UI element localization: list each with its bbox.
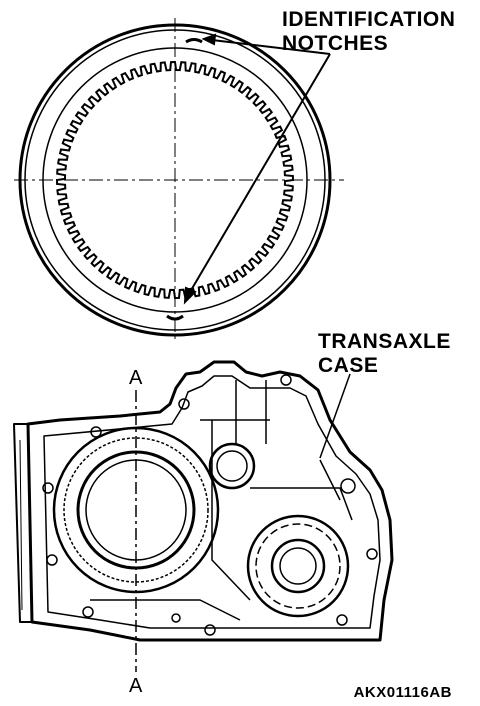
- transaxle-label-line1: TRANSAXLE: [318, 330, 451, 353]
- case-bolt-holes: [42, 374, 378, 636]
- case-inner-outline: [43, 375, 381, 629]
- section-marker-bottom: A: [129, 675, 143, 697]
- identification-notches-label: IDENTIFICATION NOTCHES: [282, 8, 455, 56]
- gear-housing-outer: [246, 514, 350, 618]
- identification-notch-top: [185, 38, 203, 44]
- transaxle-label-line2: CASE: [318, 354, 379, 377]
- clutch-plate: [14, 18, 344, 340]
- case-web-lines: [90, 380, 353, 621]
- arrow-top: [201, 33, 217, 46]
- leader-top: [211, 39, 331, 55]
- case-boss-upper-inner: [216, 450, 248, 482]
- case-boss-upper: [208, 442, 256, 490]
- gear-housing-ribs: [255, 523, 341, 609]
- gear-housing-inner: [270, 538, 326, 594]
- notch-leaders: [183, 33, 331, 305]
- case-flange-line: [19, 439, 23, 611]
- gear-housing-hub: [279, 547, 317, 585]
- leader-bottom: [189, 53, 331, 293]
- identification-label-line1: IDENTIFICATION: [282, 8, 456, 31]
- figure-id: AKX01116AB: [353, 684, 452, 701]
- transaxle-leader: [319, 373, 351, 459]
- arrow-bottom: [183, 286, 197, 305]
- case-outline: [26, 360, 394, 642]
- plate-center-lines: [14, 18, 344, 340]
- identification-label-line2: NOTCHES: [282, 32, 389, 55]
- transaxle-case-label: TRANSAXLE CASE: [318, 330, 451, 378]
- section-marker-top: A: [129, 367, 143, 389]
- transaxle-case: [13, 360, 394, 672]
- case-left-flange: [13, 423, 33, 623]
